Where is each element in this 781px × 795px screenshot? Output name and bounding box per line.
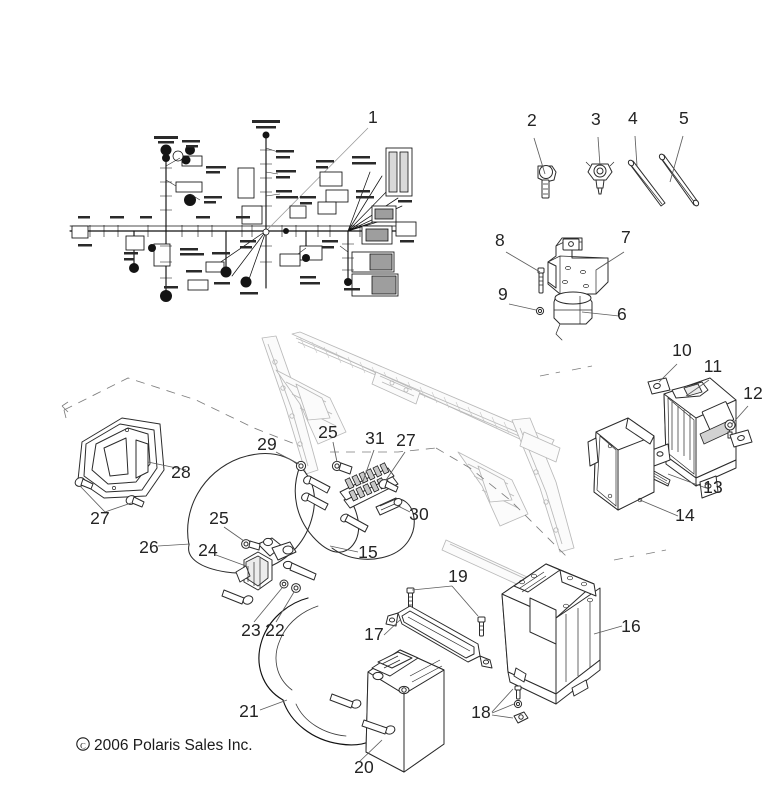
svg-text:C: C <box>80 741 86 751</box>
callout-label-10: 10 <box>672 340 692 360</box>
part-8-screw-horn-bracket <box>537 267 545 294</box>
callout-label-16: 16 <box>621 616 641 636</box>
part-22-nut-solenoid-terminal <box>291 583 301 593</box>
callout-labels: 1 2 3 4 5 6 7 8 9 10 11 12 13 14 15 16 1… <box>90 107 763 777</box>
callout-label-24: 24 <box>198 540 218 560</box>
part-16-battery-box <box>501 563 601 705</box>
callout-label-15: 15 <box>358 542 378 562</box>
callout-label-29: 29 <box>257 434 277 454</box>
part-30-stud-terminal <box>375 497 403 516</box>
callout-label-27b: 27 <box>396 430 416 450</box>
callout-label-28: 28 <box>171 462 191 482</box>
part-11-ecu-control-module <box>651 377 737 499</box>
part-17-battery-hold-down-strap <box>385 605 493 669</box>
callout-label-27: 27 <box>90 508 110 528</box>
callout-label-14: 14 <box>675 505 695 525</box>
part-18-hardware-kit-battery-box <box>491 685 529 724</box>
callout-label-30: 30 <box>409 504 429 524</box>
callout-label-25: 25 <box>209 508 229 528</box>
part-5-antenna-rod-long <box>658 153 700 207</box>
part-20-battery <box>329 649 445 773</box>
part-10-spacer-ecu-upper <box>647 377 671 395</box>
part-9-nut-horn <box>535 306 545 316</box>
part-14-cover-ecu <box>587 417 655 511</box>
callout-label-9: 9 <box>498 284 508 304</box>
part-25-nut-terminal-lower <box>241 539 261 551</box>
copyright-notice: C 2006 Polaris Sales Inc. <box>76 737 253 754</box>
callout-label-6: 6 <box>617 304 627 324</box>
callout-label-20: 20 <box>354 757 374 777</box>
part-27-screw-mount-right <box>378 479 399 493</box>
part-4-antenna-rod-short <box>627 159 666 207</box>
part-19-screw-hold-down <box>406 587 486 637</box>
callout-label-26: 26 <box>139 537 159 557</box>
callout-label-19: 19 <box>448 566 468 586</box>
callout-label-21: 21 <box>239 701 259 721</box>
cable-eyelet-solenoid <box>282 560 317 581</box>
part-15-cable-battery-negative <box>294 465 415 560</box>
callout-boundary-dashed <box>61 365 667 561</box>
part-2-sensor-speed <box>537 165 557 199</box>
part-6-horn <box>553 291 593 341</box>
callout-label-11: 11 <box>704 356 723 376</box>
part-28-bracket-component-mount <box>77 417 165 499</box>
callout-label-23: 23 <box>241 620 261 640</box>
callout-label-31: 31 <box>365 428 385 448</box>
callout-label-18: 18 <box>471 702 491 722</box>
callout-leader-lines <box>79 135 749 763</box>
part-7-bracket-horn-mount <box>547 237 609 295</box>
callout-label-1: 1 <box>368 107 378 127</box>
part-24-solenoid-starter <box>221 537 297 605</box>
cable-eyelets-mid <box>340 513 369 533</box>
part-25-nut-terminal-upper <box>331 460 353 475</box>
part-3-sensor-temperature <box>585 161 615 195</box>
callout-label-25b: 25 <box>318 422 338 442</box>
callout-label-17: 17 <box>364 624 384 644</box>
callout-label-8: 8 <box>495 230 505 250</box>
callout-label-13: 13 <box>703 477 723 497</box>
callout-label-22: 22 <box>265 620 285 640</box>
part-27-screw-mount-left <box>74 477 145 508</box>
callout-label-4: 4 <box>628 108 638 128</box>
wire-harness-schematic <box>69 120 417 302</box>
callout-label-2: 2 <box>527 110 537 130</box>
part-12-nut-ecu <box>724 419 753 448</box>
copyright-text: 2006 Polaris Sales Inc. <box>94 737 253 754</box>
chassis-frame-ghost <box>261 331 575 603</box>
callout-label-5: 5 <box>679 108 689 128</box>
callout-label-7: 7 <box>621 227 631 247</box>
callout-label-12: 12 <box>743 383 763 403</box>
callout-label-3: 3 <box>591 109 601 129</box>
part-23-washer-solenoid <box>279 579 289 589</box>
part-29-screw-hex-flange <box>295 460 331 511</box>
